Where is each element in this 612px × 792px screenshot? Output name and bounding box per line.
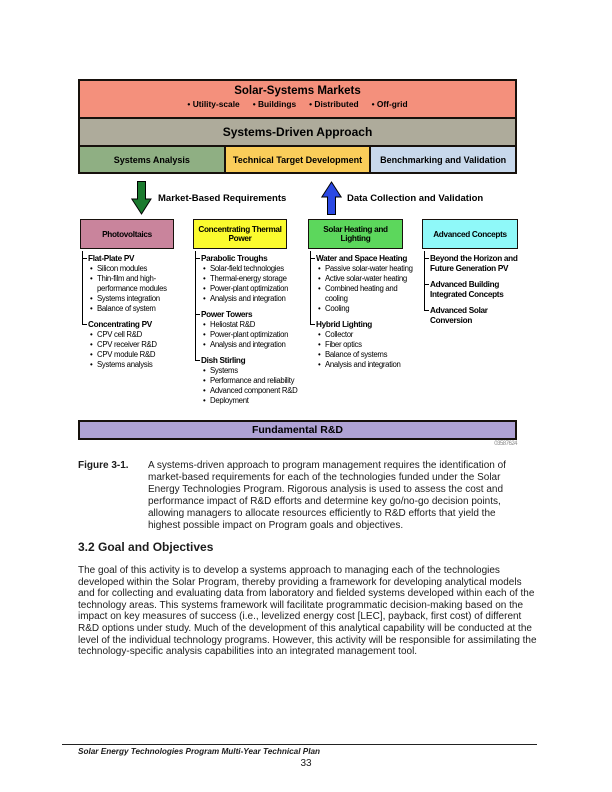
list-item: Balance of system bbox=[90, 304, 188, 314]
list-item: Advanced component R&D bbox=[203, 386, 303, 396]
group-flat-plate-pv: Flat-Plate PV Silicon modules Thin-film … bbox=[82, 254, 188, 314]
column-title: Concentrating Thermal Power bbox=[198, 225, 282, 243]
group-water-space-heating: Water and Space Heating Passive solar-wa… bbox=[310, 254, 420, 314]
advanced-concepts-box: Advanced Concepts bbox=[422, 219, 518, 249]
connector-line bbox=[195, 251, 196, 360]
list-item: Silicon modules bbox=[90, 264, 188, 274]
list-item: Systems integration bbox=[90, 294, 188, 304]
list-item: Combined heating and cooling bbox=[318, 284, 420, 304]
list-item: Analysis and integration bbox=[203, 340, 303, 350]
group-advanced-solar-conversion: Advanced Solar Conversion bbox=[424, 306, 522, 326]
market-item: Utility-scale bbox=[187, 99, 240, 109]
figure-number-code: 03587624 bbox=[494, 441, 517, 447]
group-hybrid-lighting: Hybrid Lighting Collector Fiber optics B… bbox=[310, 320, 420, 370]
group-parabolic-troughs: Parabolic Troughs Solar-field technologi… bbox=[195, 254, 303, 304]
column-title: Advanced Concepts bbox=[433, 229, 507, 239]
list-item: Deployment bbox=[203, 396, 303, 406]
list-item: Systems bbox=[203, 366, 303, 376]
market-item: Distributed bbox=[309, 99, 358, 109]
column-title: Photovoltaics bbox=[102, 229, 152, 239]
list-item: Active solar-water heating bbox=[318, 274, 420, 284]
list-item: Heliostat R&D bbox=[203, 320, 303, 330]
figure-caption-text: A systems-driven approach to program man… bbox=[148, 460, 506, 531]
market-item: Buildings bbox=[253, 99, 296, 109]
photovoltaics-list: Flat-Plate PV Silicon modules Thin-film … bbox=[80, 251, 188, 370]
connector-line bbox=[82, 251, 83, 324]
list-item: Power-plant optimization bbox=[203, 284, 303, 294]
thermal-power-list: Parabolic Troughs Solar-field technologi… bbox=[193, 251, 303, 406]
down-arrow-icon bbox=[131, 181, 152, 215]
benchmarking-validation-box: Benchmarking and Validation bbox=[371, 147, 516, 172]
connector-line bbox=[310, 251, 311, 324]
list-item: Solar-field technologies bbox=[203, 264, 303, 274]
list-item: Thin-film and high-performance modules bbox=[90, 274, 188, 294]
up-arrow-icon bbox=[321, 181, 342, 215]
list-item: Fiber optics bbox=[318, 340, 420, 350]
systems-analysis-box: Systems Analysis bbox=[80, 147, 224, 172]
up-arrow-label: Data Collection and Validation bbox=[347, 193, 484, 204]
footer-divider bbox=[62, 744, 537, 745]
group-beyond-horizon: Beyond the Horizon and Future Generation… bbox=[424, 254, 522, 274]
list-item: Cooling bbox=[318, 304, 420, 314]
group-advanced-building: Advanced Building Integrated Concepts bbox=[424, 280, 522, 300]
footer-document-title: Solar Energy Technologies Program Multi-… bbox=[78, 747, 321, 756]
group-dish-stirling: Dish Stirling Systems Performance and re… bbox=[195, 356, 303, 406]
group-power-towers: Power Towers Heliostat R&D Power-plant o… bbox=[195, 310, 303, 350]
list-item: CPV receiver R&D bbox=[90, 340, 188, 350]
column-title: Solar Heating and Lighting bbox=[323, 225, 388, 243]
list-item: Balance of systems bbox=[318, 350, 420, 360]
list-item: Analysis and integration bbox=[203, 294, 303, 304]
list-item: Thermal-energy storage bbox=[203, 274, 303, 284]
systems-approach-diagram: Solar-Systems Markets Utility-scale Buil… bbox=[78, 79, 517, 174]
markets-title: Solar-Systems Markets bbox=[234, 85, 361, 97]
solar-heating-lighting-box: Solar Heating and Lighting bbox=[308, 219, 403, 249]
list-item: Power-plant optimization bbox=[203, 330, 303, 340]
market-item: Off-grid bbox=[372, 99, 408, 109]
approach-activities-row: Systems Analysis Technical Target Develo… bbox=[80, 145, 516, 172]
concentrating-thermal-power-box: Concentrating Thermal Power bbox=[193, 219, 287, 249]
list-item: Analysis and integration bbox=[318, 360, 420, 370]
connector-line bbox=[424, 251, 425, 310]
solar-systems-markets-box: Solar-Systems Markets Utility-scale Buil… bbox=[80, 81, 515, 117]
heating-lighting-list: Water and Space Heating Passive solar-wa… bbox=[308, 251, 420, 370]
list-item: CPV cell R&D bbox=[90, 330, 188, 340]
list-item: Collector bbox=[318, 330, 420, 340]
list-item: Passive solar-water heating bbox=[318, 264, 420, 274]
systems-driven-approach-box: Systems-Driven Approach bbox=[80, 117, 515, 145]
fundamental-rd-bar: Fundamental R&D bbox=[78, 420, 517, 440]
markets-bullet-list: Utility-scale Buildings Distributed Off-… bbox=[80, 99, 515, 109]
technical-target-development-box: Technical Target Development bbox=[223, 147, 372, 172]
list-item: CPV module R&D bbox=[90, 350, 188, 360]
footer-page-number: 33 bbox=[300, 758, 312, 769]
list-item: Systems analysis bbox=[90, 360, 188, 370]
figure-caption-label: Figure 3-1. bbox=[78, 460, 129, 471]
section-body-paragraph: The goal of this activity is to develop … bbox=[78, 565, 537, 658]
section-heading: 3.2 Goal and Objectives bbox=[78, 540, 214, 554]
photovoltaics-box: Photovoltaics bbox=[80, 219, 174, 249]
list-item: Performance and reliability bbox=[203, 376, 303, 386]
advanced-concepts-list: Beyond the Horizon and Future Generation… bbox=[422, 251, 522, 326]
group-concentrating-pv: Concentrating PV CPV cell R&D CPV receiv… bbox=[82, 320, 188, 370]
down-arrow-label: Market-Based Requirements bbox=[158, 193, 287, 204]
